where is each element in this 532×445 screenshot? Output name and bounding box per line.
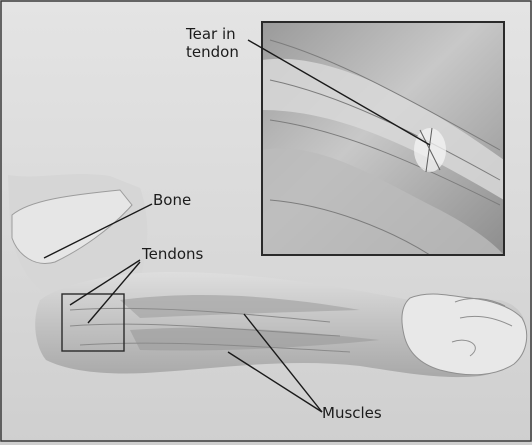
tendons-label: Tendons: [141, 245, 204, 263]
tear-label-line-2: tendon: [186, 43, 239, 61]
bone-label: Bone: [153, 191, 191, 209]
muscles-label: Muscles: [322, 404, 382, 422]
tear-label: Tear in tendon: [185, 25, 240, 61]
tear-label-line-1: Tear in: [185, 25, 236, 43]
tendon-tear-inset: [262, 22, 504, 255]
